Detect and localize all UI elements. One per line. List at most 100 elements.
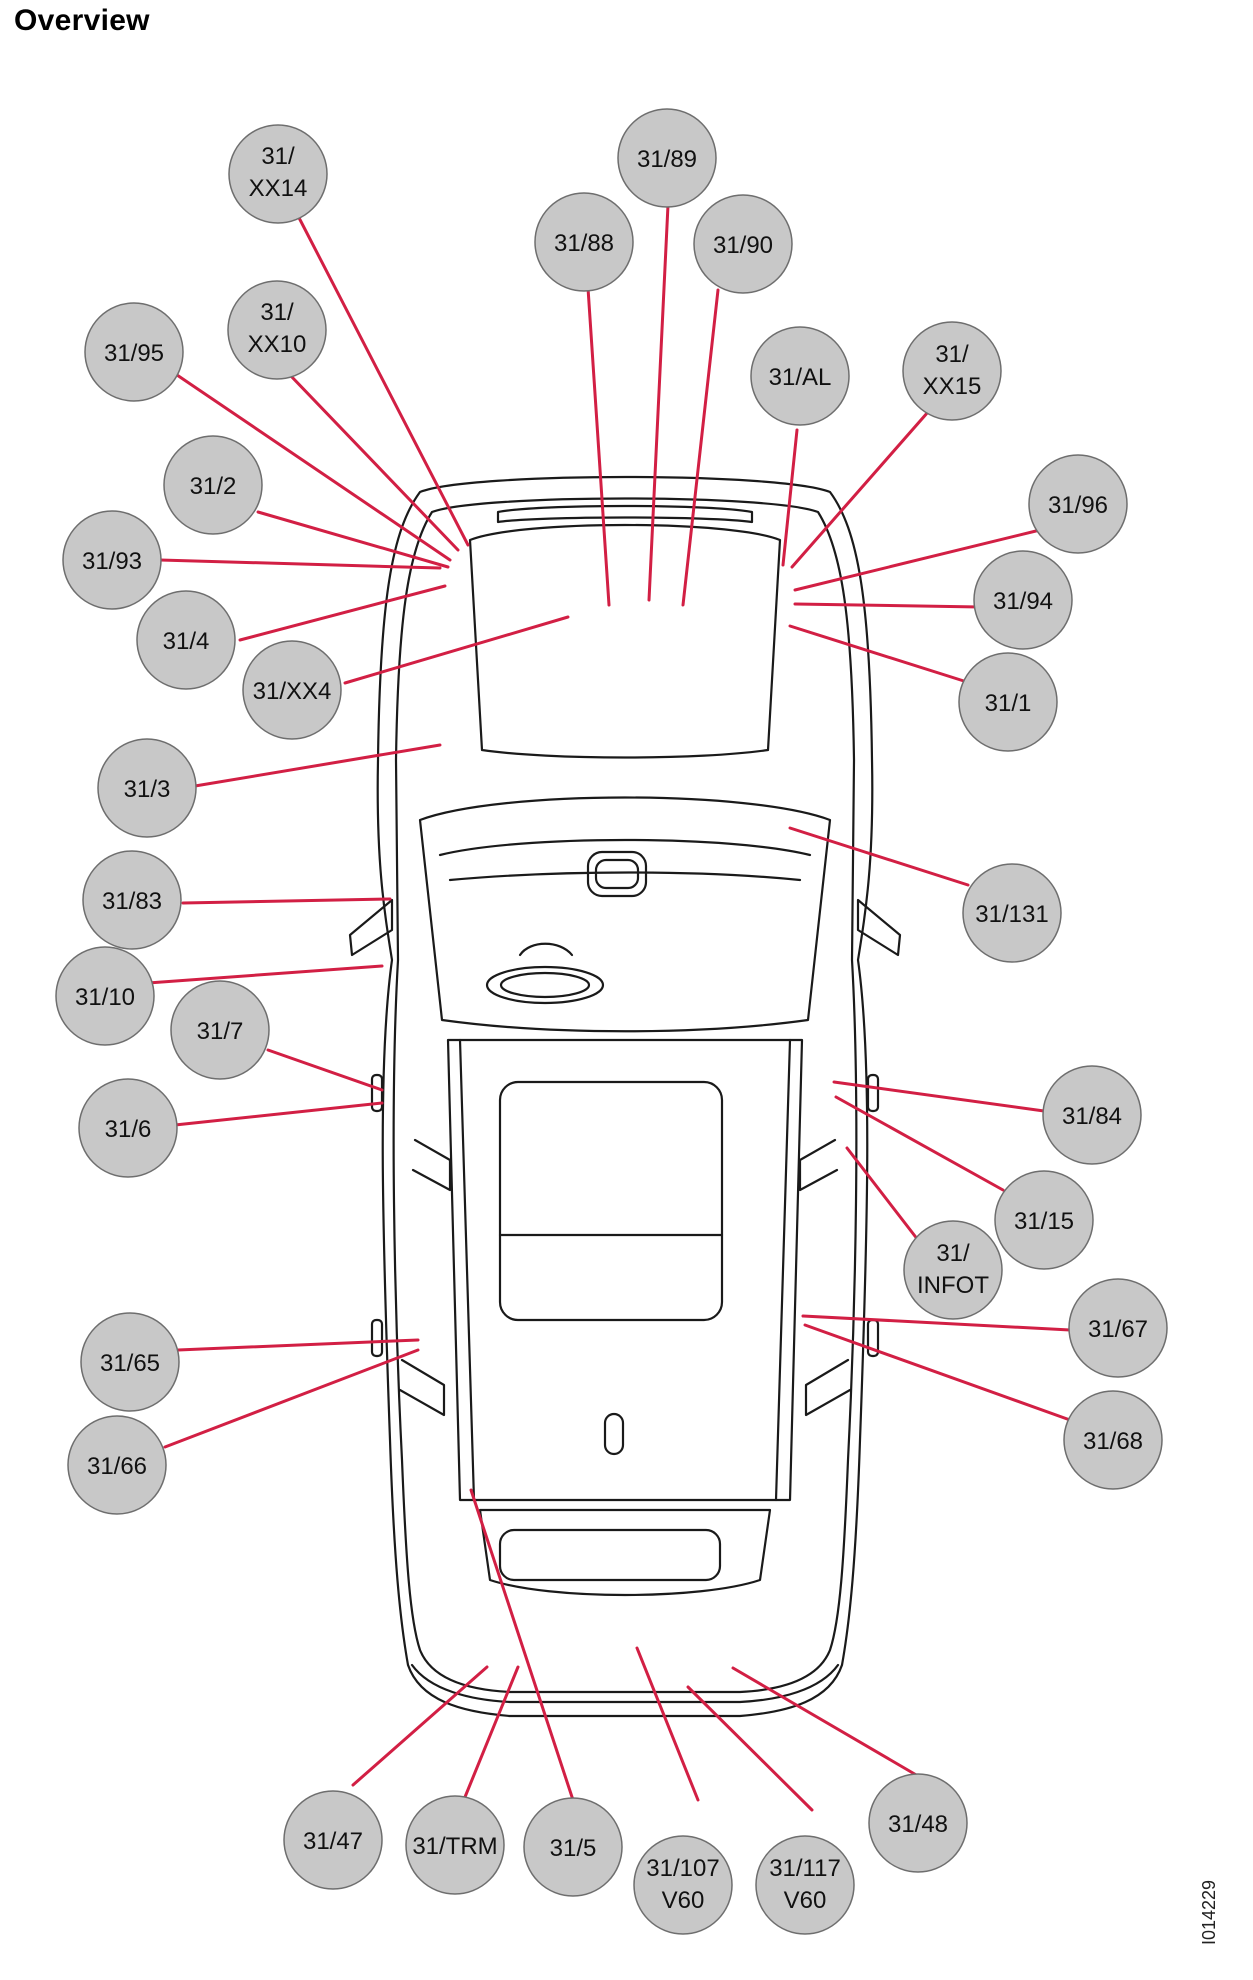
svg-text:31/15: 31/15 (1014, 1208, 1074, 1235)
leader-31-trm (463, 1665, 520, 1799)
callout-31-infot: 31/ INFOT (903, 1220, 1003, 1320)
callout-31-5: 31/5 (523, 1797, 623, 1897)
callout-31-15: 31/15 (994, 1170, 1094, 1270)
callout-31-trm: 31/TRM (405, 1795, 505, 1895)
callout-31-67: 31/67 (1068, 1278, 1168, 1378)
leader-31-3 (193, 743, 442, 788)
leader-31-5 (469, 1488, 575, 1802)
leader-31-107-v60 (635, 1646, 700, 1802)
leader-31-131 (788, 826, 970, 887)
svg-text:31/107: 31/107 (646, 1855, 719, 1882)
leader-31-83 (181, 897, 392, 905)
callout-31-7: 31/7 (170, 980, 270, 1080)
leader-31-1 (788, 624, 969, 684)
svg-text:31/: 31/ (261, 143, 295, 170)
leader-31-95 (175, 373, 452, 562)
callout-31-xx14: 31/ XX14 (228, 124, 328, 224)
leader-31-7 (266, 1048, 384, 1092)
svg-text:31/88: 31/88 (554, 230, 614, 257)
callout-31-68: 31/68 (1063, 1390, 1163, 1490)
callout-31-95: 31/95 (84, 302, 184, 402)
callout-bubbles: 31/ XX14 31/89 31/88 31/90 31/ XX10 31/9… (55, 108, 1168, 1935)
leader-31-65 (176, 1338, 420, 1352)
svg-text:XX10: XX10 (248, 331, 307, 358)
svg-text:31/6: 31/6 (105, 1116, 152, 1143)
leader-31-94 (793, 602, 982, 609)
leader-31-90 (681, 288, 720, 607)
svg-text:31/: 31/ (260, 299, 294, 326)
leader-31-48 (731, 1666, 920, 1778)
svg-text:31/94: 31/94 (993, 588, 1053, 615)
svg-text:V60: V60 (662, 1887, 705, 1914)
callout-31-1: 31/1 (958, 652, 1058, 752)
leader-31-84 (832, 1080, 1046, 1113)
callout-31-66: 31/66 (67, 1415, 167, 1515)
svg-text:31/131: 31/131 (975, 901, 1048, 928)
roof (446, 1038, 804, 1502)
dashboard (418, 796, 832, 1033)
leader-31-15 (834, 1095, 1005, 1192)
svg-text:XX14: XX14 (249, 175, 308, 202)
svg-text:31/TRM: 31/TRM (412, 1833, 497, 1860)
svg-text:31/66: 31/66 (87, 1453, 147, 1480)
callout-31-93: 31/93 (62, 510, 162, 610)
svg-text:31/7: 31/7 (197, 1018, 244, 1045)
callout-31-131: 31/131 (962, 863, 1062, 963)
svg-text:31/47: 31/47 (303, 1828, 363, 1855)
roof-antenna (603, 1412, 625, 1456)
svg-text:31/96: 31/96 (1048, 492, 1108, 519)
leader-31-68 (803, 1323, 1072, 1422)
svg-text:31/: 31/ (935, 341, 969, 368)
leader-31-67 (801, 1314, 1072, 1332)
leader-31-10 (146, 964, 384, 985)
svg-text:31/2: 31/2 (190, 473, 237, 500)
svg-text:31/AL: 31/AL (769, 364, 832, 391)
leader-31-xx15 (790, 410, 930, 569)
callout-31-88: 31/88 (534, 192, 634, 292)
callout-31-83: 31/83 (82, 850, 182, 950)
callout-31-3: 31/3 (97, 738, 197, 838)
sunroof (498, 1080, 724, 1322)
leader-31-xx10 (288, 373, 460, 552)
svg-text:31/5: 31/5 (550, 1835, 597, 1862)
leader-31-2 (256, 510, 450, 569)
rear-bumper (410, 1663, 840, 1704)
windshield (468, 523, 782, 759)
callout-31-xx15: 31/ XX15 (902, 321, 1002, 421)
left-mirror (348, 898, 394, 957)
callout-31-107-v60: 31/107 V60 (633, 1835, 733, 1935)
page-title: Overview (14, 4, 150, 37)
leader-31-4 (238, 584, 447, 642)
svg-text:31/1: 31/1 (985, 690, 1032, 717)
car-body-outline (376, 475, 874, 1718)
svg-text:31/93: 31/93 (82, 548, 142, 575)
leader-31-infot (845, 1146, 920, 1242)
leader-31-66 (163, 1348, 420, 1449)
svg-text:31/90: 31/90 (713, 232, 773, 259)
callout-31-65: 31/65 (80, 1312, 180, 1412)
svg-text:31/117: 31/117 (769, 1855, 841, 1882)
callout-31-4: 31/4 (136, 590, 236, 690)
right-mirror (856, 898, 902, 957)
callout-31-48: 31/48 (868, 1773, 968, 1873)
svg-text:31/83: 31/83 (102, 888, 162, 915)
svg-text:31/84: 31/84 (1062, 1103, 1122, 1130)
car-top-view-drawing (348, 475, 902, 1718)
svg-text:31/10: 31/10 (75, 984, 135, 1011)
leader-31-xx4 (343, 615, 570, 685)
svg-text:31/48: 31/48 (888, 1811, 948, 1838)
callout-31-xx10: 31/ XX10 (227, 280, 327, 380)
leader-lines (146, 203, 1072, 1812)
leader-31-xx14 (293, 208, 470, 547)
callout-31-10: 31/10 (55, 946, 155, 1046)
svg-text:31/67: 31/67 (1088, 1316, 1148, 1343)
callout-31-90: 31/90 (693, 194, 793, 294)
svg-text:31/65: 31/65 (100, 1350, 160, 1377)
leader-31-al (781, 428, 799, 567)
leader-31-89 (647, 203, 670, 602)
image-code: I014229 (1199, 1880, 1219, 1945)
svg-text:31/3: 31/3 (124, 776, 171, 803)
svg-text:31/4: 31/4 (163, 628, 210, 655)
callout-31-84: 31/84 (1042, 1065, 1142, 1165)
